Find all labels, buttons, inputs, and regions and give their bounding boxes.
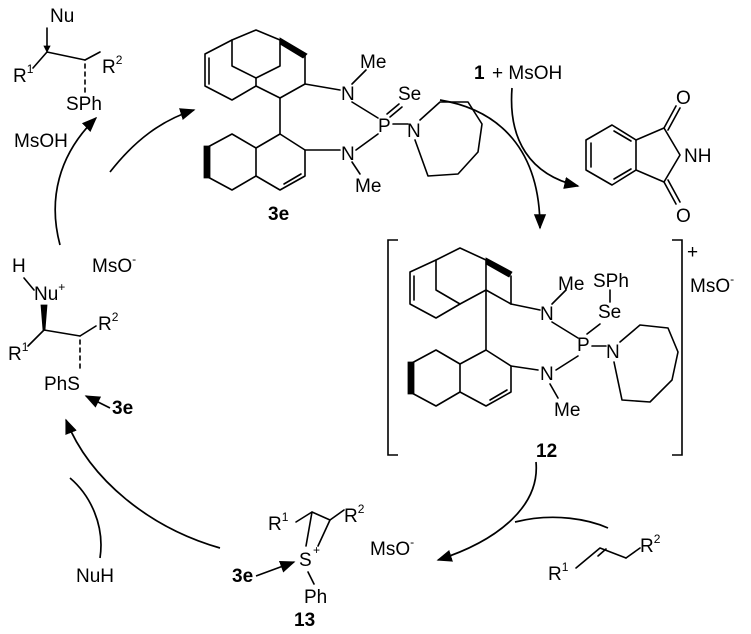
- byproduct-msoh: MsOH: [14, 131, 68, 152]
- atom-nh: NH: [684, 146, 711, 167]
- atom-nu-plus: Nu: [34, 284, 58, 305]
- reagent-nuh: NuH: [76, 566, 114, 587]
- product-structure: Nu R1 R2 SPh MsOH: [13, 6, 123, 152]
- atom-nu: Nu: [50, 6, 74, 27]
- catalyst-3e-structure: N Me P Se N N Me 3e: [203, 29, 483, 225]
- atom-n-top: N: [341, 84, 355, 105]
- charge-plus-12: +: [687, 242, 698, 263]
- svg-text:Nu+: Nu+: [34, 280, 65, 305]
- atom-r1-alkene: R1: [548, 560, 569, 585]
- arrow-to-catalyst: [109, 108, 196, 173]
- arrow-catalyst-to-12: [439, 99, 547, 230]
- atom-p-12: P: [577, 335, 590, 356]
- episulfonium-13-structure: R1 R2 S + Ph 3e 13 MsO-: [232, 502, 414, 631]
- left-intermediate-structure: H Nu+ MsO- R1 R2 PhS 3e: [8, 252, 136, 419]
- atom-sph-product: SPh: [66, 94, 102, 115]
- atom-h-left: H: [12, 256, 26, 277]
- atom-o-top: O: [676, 88, 691, 109]
- atom-me-top-12: Me: [558, 274, 584, 295]
- label-intermediate-12: 12: [536, 441, 557, 462]
- phthalimide-structure: O NH O: [585, 88, 711, 227]
- atom-r2: R2: [102, 53, 123, 78]
- charge-s-13: +: [313, 543, 320, 557]
- label-intermediate-13: 13: [294, 610, 315, 631]
- atom-phs-left: PhS: [44, 374, 80, 395]
- atom-o-bottom: O: [676, 206, 691, 227]
- counterion-12: MsO-: [690, 272, 734, 297]
- atom-s-13: S: [299, 550, 312, 571]
- label-catalyst-left: 3e: [112, 398, 133, 419]
- atom-n-bottom: N: [341, 144, 355, 165]
- atom-n-top-12: N: [540, 304, 554, 325]
- atom-r1-left: R1: [8, 340, 29, 365]
- reagent-top-right: 1 + MsOH: [474, 63, 562, 84]
- cycle-arrows: [54, 87, 609, 562]
- atom-n-bottom-12: N: [540, 364, 554, 385]
- atom-n-azepane-3e: N: [407, 121, 421, 142]
- counterion-left: MsO-: [92, 252, 136, 277]
- atom-me-bottom-12: Me: [554, 400, 580, 421]
- arrow-left-to-product: [54, 116, 98, 246]
- arrow-nuh-in: [69, 477, 102, 559]
- atom-r2-alkene: R2: [640, 532, 661, 557]
- alkene-structure: R1 R2: [548, 532, 661, 585]
- atom-r2-13: R2: [344, 502, 365, 527]
- atom-me-bottom: Me: [355, 176, 381, 197]
- atom-r1: R1: [13, 62, 34, 87]
- atom-se-12: Se: [598, 302, 621, 323]
- atom-r2-left: R2: [98, 310, 119, 335]
- arrow-13-to-left: [65, 418, 221, 549]
- arrow-alkene-in: [514, 516, 609, 529]
- reagent-1: 1: [474, 63, 485, 84]
- atom-ph-13: Ph: [304, 587, 327, 608]
- atom-sph-12: SPh: [593, 271, 629, 292]
- intermediate-12-structure: + MsO- N Me P Se SPh N N Me 12: [387, 239, 734, 462]
- atom-p-3e: P: [378, 116, 391, 137]
- atom-r1-13: R1: [268, 510, 289, 535]
- label-catalyst-3e: 3e: [268, 204, 289, 225]
- atom-se-3e: Se: [398, 84, 421, 105]
- arrow-12-to-13: [436, 461, 538, 562]
- atom-n-azepane-12: N: [606, 342, 620, 363]
- reagent-msoh: + MsOH: [492, 63, 562, 84]
- arrow-reagent-phthalimide: [510, 87, 580, 189]
- atom-me-top: Me: [360, 52, 386, 73]
- counterion-13: MsO-: [370, 535, 414, 560]
- label-catalyst-13: 3e: [232, 566, 253, 587]
